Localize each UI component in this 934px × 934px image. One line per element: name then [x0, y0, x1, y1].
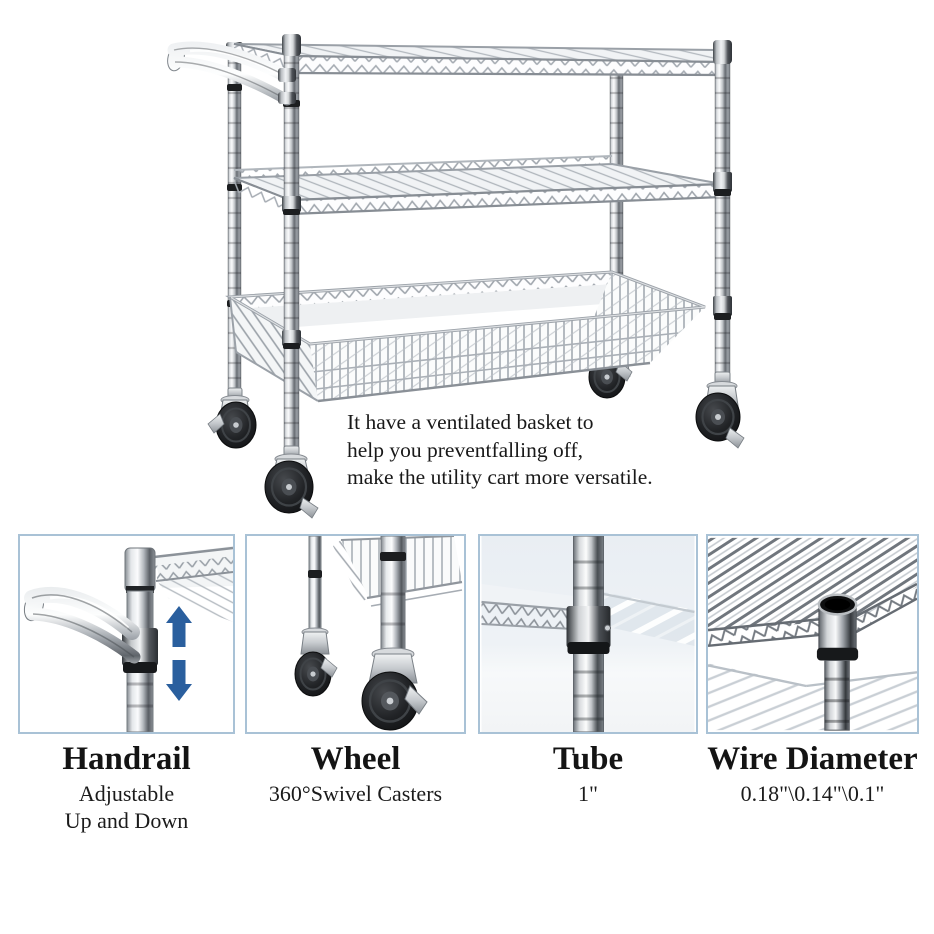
tube-shelf	[481, 584, 695, 646]
feature-title-wheel: Wheel	[310, 741, 401, 777]
feature-title-tube: Tube	[552, 741, 624, 777]
feature-title-handrail: Handrail	[62, 741, 191, 777]
handrail-handle	[23, 587, 141, 664]
handrail-pole	[122, 547, 158, 732]
wheel-photo-box	[245, 534, 466, 734]
feature-subtitle-handrail: Adjustable Up and Down	[64, 781, 189, 833]
feature-subtitle-tube: 1"	[578, 781, 598, 806]
tube-pole	[566, 536, 611, 732]
adjust-down-arrow	[166, 660, 192, 701]
feature-tube: Tube 1"	[478, 534, 698, 807]
cart-middle-shelf	[233, 155, 723, 216]
cart-caster-back-left	[207, 387, 257, 449]
product-description: It have a ventilated basket to help you …	[347, 410, 653, 489]
feature-subtitle-wire-diameter: 0.18"\0.14"\0.1"	[740, 781, 885, 806]
wheel-closeup-image	[249, 536, 463, 732]
wire-upper-shelf	[708, 537, 917, 647]
cart-caster-front-left	[264, 445, 319, 519]
product-photo-main	[160, 0, 770, 520]
feature-wire-diameter: Wire Diameter 0.18"\0.14"\0.1"	[706, 534, 919, 807]
tube-photo-box	[478, 534, 698, 734]
handrail-shelf-corner	[153, 546, 233, 622]
feature-subtitle-wheel: 360°Swivel Casters	[268, 781, 443, 806]
handrail-closeup-image	[20, 536, 233, 732]
wire-corner-socket	[816, 593, 859, 731]
cart-handle	[167, 41, 296, 106]
cart-bottom-basket	[225, 270, 706, 403]
handrail-photo-box	[18, 534, 235, 734]
feature-wheel: Wheel 360°Swivel Casters	[245, 534, 466, 807]
wire-diameter-closeup-image	[708, 537, 917, 731]
wire-diameter-photo-box	[706, 534, 919, 734]
cart-caster-front-right	[695, 371, 745, 449]
feature-title-wire-diameter: Wire Diameter	[707, 741, 918, 777]
wheel-back-caster	[294, 536, 338, 697]
wheel-front-caster	[361, 536, 428, 731]
adjust-up-arrow	[166, 606, 192, 647]
tube-closeup-image	[481, 536, 695, 732]
cart-pole-front-right	[713, 40, 732, 376]
feature-handrail: Handrail Adjustable Up and Down	[18, 534, 235, 834]
cart-top-shelf	[233, 43, 722, 77]
